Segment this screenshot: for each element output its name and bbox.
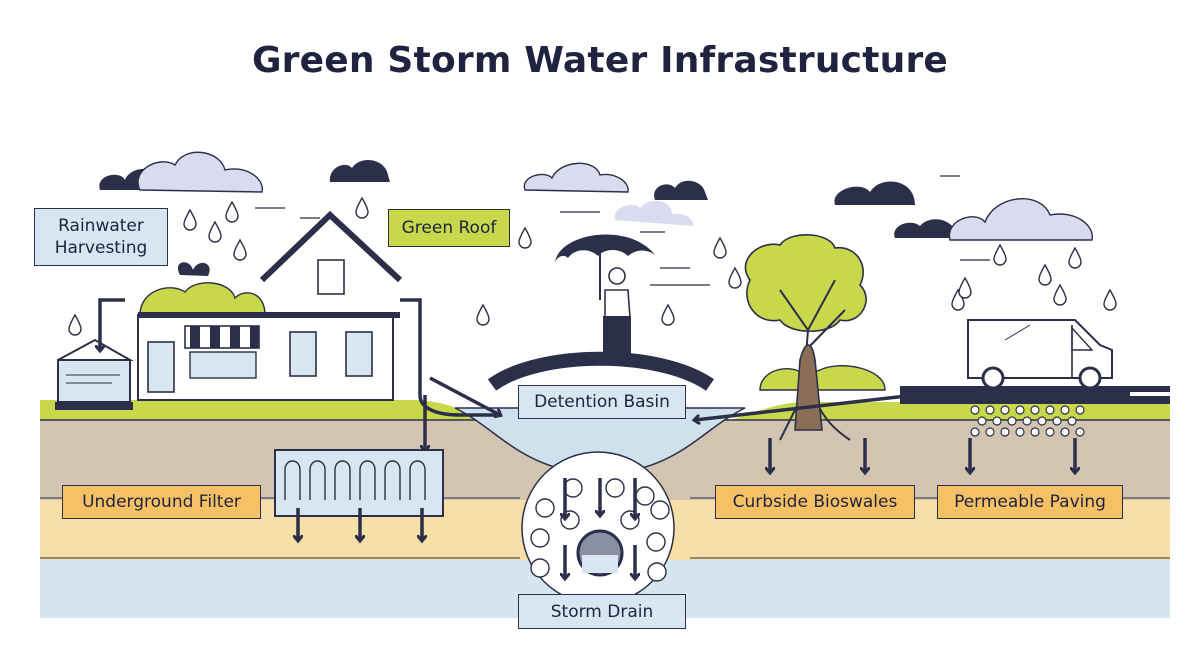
cloud-icon (523, 162, 708, 226)
detention-basin-label: Detention Basin (518, 385, 686, 419)
permeable-paving-dots (970, 405, 1085, 437)
underground-filter-label: Underground Filter (62, 485, 261, 519)
flow-arrow-icon (565, 478, 635, 578)
house-icon (137, 210, 403, 401)
cloud-icon (329, 159, 390, 182)
curbside-bioswales-label: Curbside Bioswales (715, 485, 915, 519)
tree-icon (744, 234, 886, 441)
bridge (487, 351, 715, 391)
storm-drain-label: Storm Drain (518, 594, 686, 629)
green-roof-label: Green Roof (388, 209, 510, 247)
rain-barrel-icon (55, 338, 134, 410)
road (900, 386, 1170, 404)
umbrella-person-icon (555, 234, 655, 356)
cloud-icon (99, 151, 263, 193)
flow-arrow-icon (695, 393, 916, 420)
storm-drain-pipe-icon (521, 451, 675, 605)
flow-pipe (400, 298, 500, 417)
grass-layer (40, 400, 1170, 430)
rain-lines (130, 175, 990, 286)
flow-arrow-icon (100, 298, 125, 350)
page-title: Green Storm Water Infrastructure (251, 40, 949, 81)
cloud-icon (834, 181, 1093, 241)
underground-filter-icon (274, 449, 444, 517)
flow-arrow-icon (298, 508, 422, 540)
rainwater-harvesting-label: Rainwater Harvesting (34, 208, 168, 266)
permeable-paving-label: Permeable Paving (937, 485, 1123, 519)
flow-arrow-icon (429, 376, 500, 415)
flow-arrow-icon (770, 438, 1075, 472)
van-icon (967, 319, 1113, 390)
